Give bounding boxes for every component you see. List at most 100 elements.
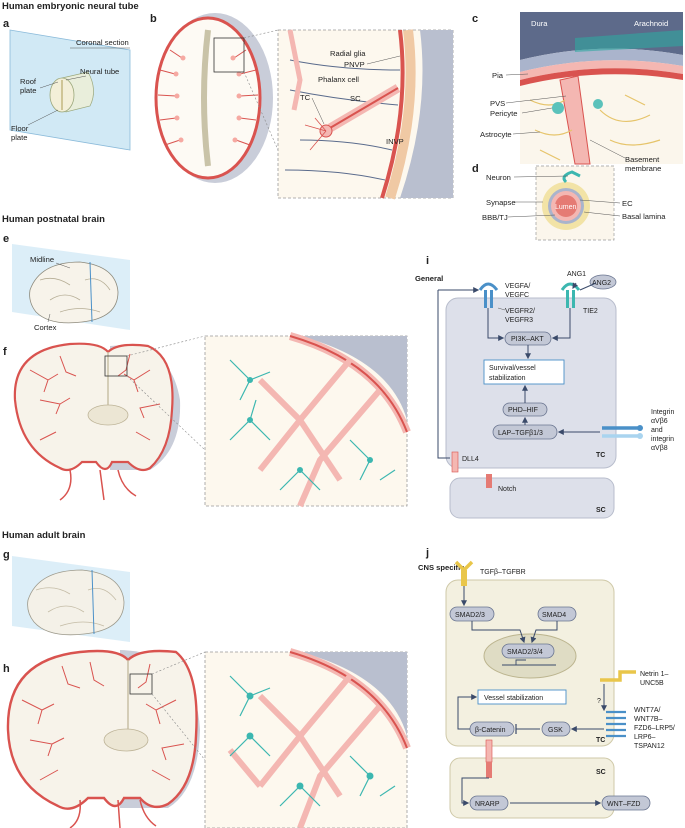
b-catenin-label: β-Catenin	[475, 727, 506, 734]
neural-tube-label: Neural tube	[80, 67, 119, 76]
arrow-tie2-pi3k	[551, 308, 571, 341]
pvs-leader	[505, 95, 567, 104]
midline-leader	[55, 262, 71, 269]
zoom-line-h1	[151, 651, 206, 675]
arrow-smad23-complex	[471, 621, 526, 644]
side-vessel-b	[287, 29, 303, 111]
tc-leader-b	[311, 97, 325, 125]
bbb-leader	[507, 214, 556, 218]
dura-label: Dura	[531, 19, 548, 28]
wnt-label-2: WNT7B–	[634, 716, 663, 723]
invp-sprouts	[173, 55, 242, 143]
lumen-circle	[555, 195, 577, 217]
basement-membrane-label-2: membrane	[625, 164, 661, 173]
brain-e	[29, 261, 119, 324]
panel-e-letter: e	[3, 233, 9, 245]
meninges-h	[300, 652, 407, 736]
penetrating-vessel	[559, 75, 591, 165]
panel-g-letter: g	[3, 549, 10, 561]
pnvp-leader	[366, 55, 401, 65]
pnvp-label: PNVP	[344, 60, 365, 69]
roof-leader	[39, 81, 59, 89]
integrin-label-1: Integrin	[651, 409, 674, 416]
pial-vessel-h	[289, 651, 408, 749]
survival-box	[483, 359, 565, 385]
vegfr-label-1: VEGFR2/	[505, 308, 535, 315]
general-label: General	[415, 274, 443, 283]
ventricles-f	[87, 404, 129, 426]
survival-label-2: stabilization	[489, 375, 526, 382]
vegf-dll4-path	[437, 290, 450, 459]
arachnoid-label: Arachnoid	[634, 19, 668, 28]
panel-f-letter: f	[3, 346, 7, 358]
pericyte-label: Pericyte	[490, 109, 517, 118]
brain-g	[27, 569, 125, 636]
panel-b-letter: b	[150, 13, 157, 25]
midline-line-e	[89, 261, 93, 323]
astrocyte-leader	[512, 131, 541, 135]
cortical-vessels-h	[21, 661, 185, 781]
pnvp-layer	[385, 29, 416, 200]
brain-coronal-f	[13, 342, 174, 472]
cortical-vessels-f	[29, 353, 161, 441]
astrocyte-somas-f	[247, 377, 373, 473]
pial-vessel-f	[289, 335, 408, 433]
smad23-label: SMAD2/3	[455, 612, 485, 619]
arrow-smad4-complex	[530, 621, 558, 644]
midline-line-g	[91, 569, 95, 635]
ec-leader	[579, 199, 621, 204]
bm-leader	[589, 139, 626, 159]
vegfa-label-1: VEGFA/	[505, 283, 530, 290]
pericyte-leader	[521, 107, 553, 114]
bbb-tj-label: BBB/TJ	[482, 213, 508, 222]
capillary-network-f	[257, 358, 383, 508]
sc-cell-panel-i	[449, 477, 615, 519]
smad4-label: SMAD4	[542, 612, 566, 619]
zoom-line-f1	[126, 335, 206, 357]
integrin-label-2: αVβ6	[651, 418, 668, 425]
dll4-ligand-j	[485, 739, 493, 763]
gyri-g	[35, 587, 117, 627]
integrin-label-3: and	[651, 427, 663, 434]
netrin-label-1: Netrin 1–	[640, 671, 669, 678]
sc-label-i: SC	[596, 507, 606, 514]
wnt-label-4: LRP6–	[634, 734, 656, 741]
smad234-label: SMAD2/3/4	[507, 649, 543, 656]
unc5b-receptor	[600, 670, 636, 682]
fzd-receptor	[606, 710, 626, 738]
sc-label-b: SC	[350, 94, 361, 103]
astrocyte-label: Astrocyte	[480, 130, 512, 139]
netrin-label-2: UNC5B	[640, 680, 664, 687]
wnt-fzd-label: WNT–FZD	[607, 801, 640, 808]
capillary-network-h	[227, 674, 383, 828]
zoom-line-b1	[243, 29, 279, 39]
panel-j: j CNS specific TGFβ–TGFBR SMAD2/3 SMAD4 …	[418, 547, 675, 819]
gyri-e	[39, 277, 111, 313]
nrarp-node	[469, 795, 509, 811]
brain-coronal-h	[6, 649, 198, 810]
panel-d: d Lumen Neuron Synapse BBB/TJ EC Basal l…	[472, 163, 666, 241]
vessel-stabilization-box	[477, 689, 567, 705]
ang1-label: ANG1	[567, 271, 586, 278]
lumen-label: Lumen	[555, 204, 577, 211]
arrow-bcatenin-stabilization	[457, 694, 478, 730]
dna-gene	[502, 659, 556, 666]
panel-g: g	[3, 549, 130, 642]
arrow-ang1-tie2	[572, 282, 579, 290]
midline-label: Midline	[30, 255, 54, 264]
basement-membrane-label-1: Basement	[625, 155, 660, 164]
notch-receptor-j	[486, 762, 492, 778]
neuron-label: Neuron	[486, 173, 511, 182]
pnvp-vessel	[380, 29, 405, 199]
panel-h-letter: h	[3, 663, 10, 675]
notch-receptor	[486, 474, 492, 488]
survival-label-1: Survival/vessel	[489, 365, 536, 372]
panel-a-letter: a	[3, 18, 10, 30]
ang2-node	[589, 274, 617, 290]
wnt-label-5: TSPAN12	[634, 743, 665, 750]
meninges-b	[400, 30, 453, 198]
vegfr-leader	[497, 307, 506, 311]
panel-c-letter: c	[472, 13, 478, 25]
wnt-label-1: WNT7A/	[634, 707, 661, 714]
